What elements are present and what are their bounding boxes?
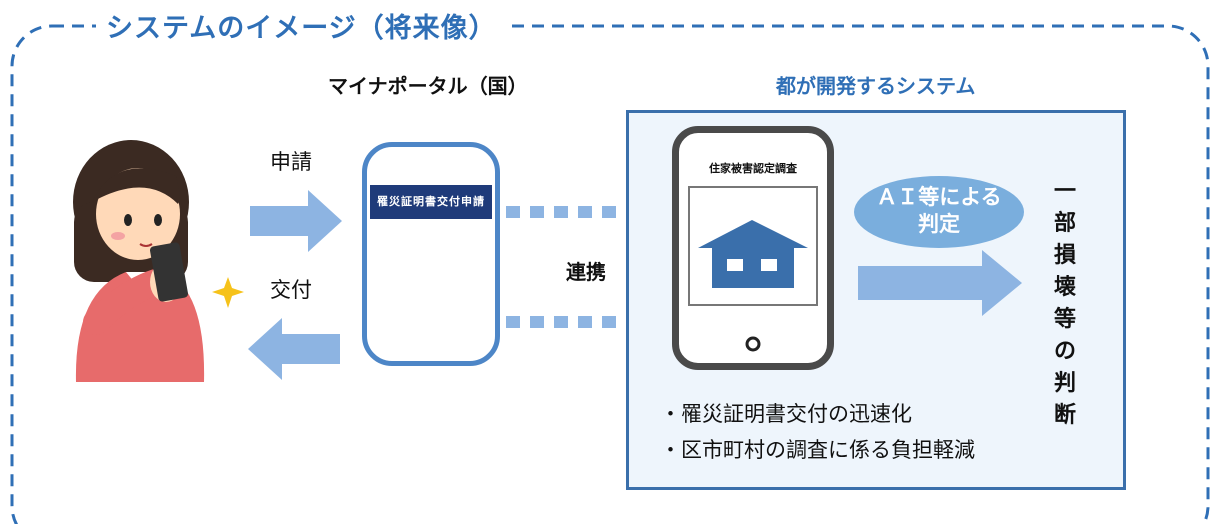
link-lines [506, 206, 670, 328]
app-banner: 罹災証明書交付申請 [370, 185, 492, 219]
system-label: 都が開発するシステム [776, 74, 976, 98]
apply-arrow [250, 190, 342, 252]
home-button-icon [745, 336, 761, 352]
ai-bubble-line1: ＡＩ等による [876, 185, 1002, 209]
result-arrow [858, 250, 1022, 316]
result-char: 損 [1053, 243, 1076, 268]
result-char: 一 [1053, 179, 1076, 204]
bullet-speedup: ・罹災証明書交付の迅速化 [660, 402, 912, 426]
person-illustration [73, 140, 244, 382]
result-char: の [1053, 339, 1076, 364]
result-char: 判 [1053, 371, 1076, 396]
apply-label: 申請 [270, 150, 312, 174]
result-char: 部 [1053, 211, 1076, 236]
diagram-title: システムのイメージ（将来像） [96, 6, 507, 45]
ai-bubble-line2: 判定 [918, 212, 960, 236]
ai-judgement-bubble: ＡＩ等による 判定 [854, 176, 1024, 248]
portal-label: マイナポータル（国） [328, 74, 528, 98]
house-icon [698, 220, 808, 288]
result-char: 断 [1053, 403, 1076, 428]
bullet-burden: ・区市町村の調査に係る負担軽減 [660, 438, 975, 462]
result-char: 壊 [1053, 275, 1076, 300]
issue-arrow [248, 318, 340, 380]
issue-label: 交付 [270, 278, 312, 302]
portal-phone [362, 142, 500, 366]
result-char: 等 [1053, 307, 1076, 332]
result-vertical-text: 一 部 損 壊 等 の 判 断 [1050, 176, 1080, 432]
survey-title: 住家被害認定調査 [709, 162, 797, 175]
link-label: 連携 [566, 260, 606, 284]
